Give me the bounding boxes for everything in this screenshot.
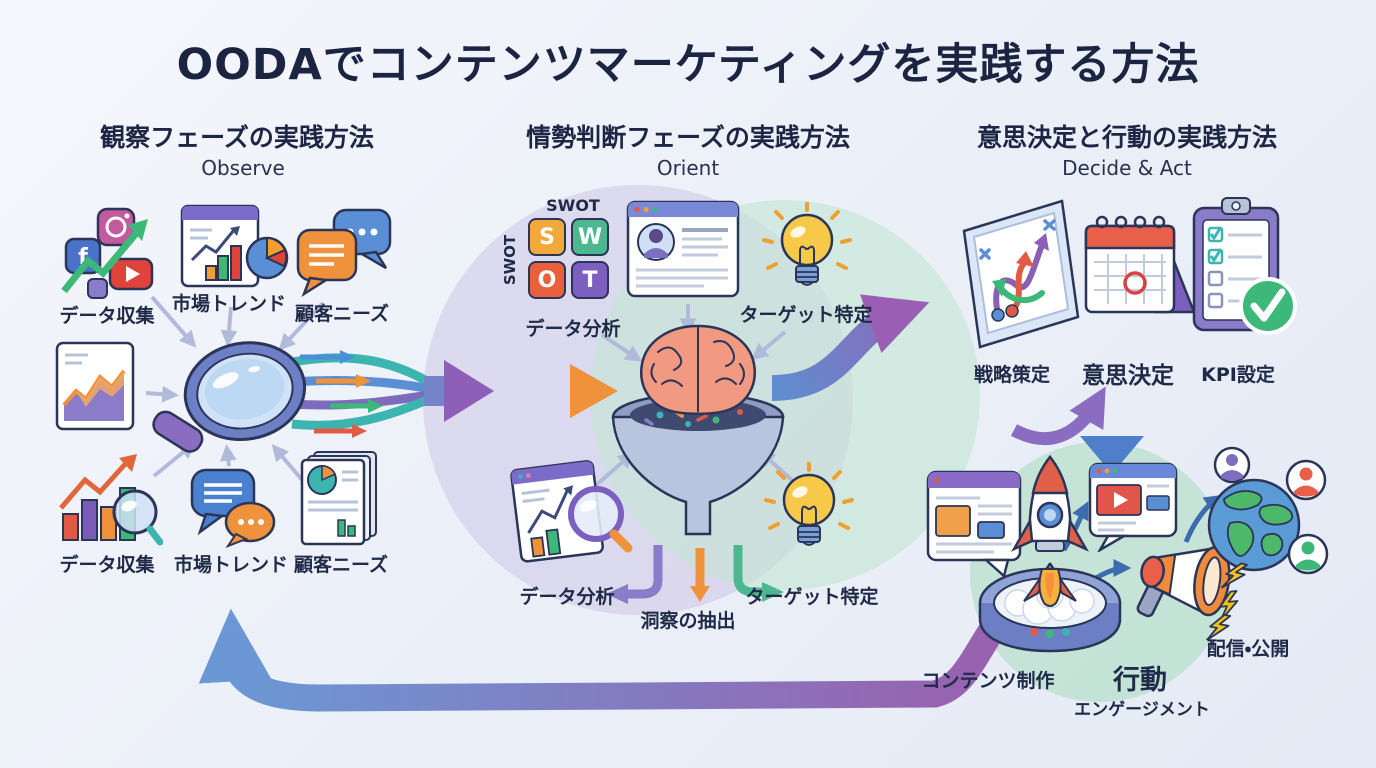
lightning-bolts-icon [1205,562,1248,640]
audience-user-icon-purple [1213,446,1251,484]
label-insight-extraction: 洞察の抽出 [640,610,736,632]
label-market-trend-top: 市場トレンド [171,293,287,315]
magnifier-large-icon [152,341,307,453]
rocket-launchpad-icon [978,454,1122,653]
streams-arrowhead [444,360,494,422]
chart-magnifier-browser-icon [510,460,633,563]
label-target-bottom: ターゲット特定 [745,586,879,608]
market-trend-browser-icon [180,204,289,288]
strategy-to-decision-arrow [1010,386,1106,446]
area-chart-browser-icon [55,341,135,431]
label-content-creation: コンテンツ制作 [921,670,1055,692]
brain-funnel-icon [611,324,785,536]
data-streams [291,353,450,430]
label-strategy: 戦略策定 [973,364,1051,386]
bar-chart-magnifier-icon [59,454,163,546]
observe-subheading: Observe [201,156,285,180]
feedback-loop-arrow [198,602,1017,712]
decide-to-act-arrow [1080,390,1144,474]
decide-heading: 意思決定と行動の実践方法 [976,123,1278,152]
persona-card-icon [626,200,740,298]
orient-subheading: Orient [656,156,720,180]
observe-heading: 観察フェーズの実践方法 [100,123,374,152]
label-kpi: KPI設定 [1201,364,1275,386]
swot-grid-icon: S W O T [528,218,609,299]
page-title: OODAでコンテンツマーケティングを実践する方法 [176,40,1200,90]
swot-title: SWOT [546,196,600,215]
calendar-icon [1084,215,1196,314]
content-browser-bubble-icon [926,470,1022,579]
swot-cell-s: S [528,218,566,256]
label-action: 行動 [1113,665,1167,696]
lightbulb-icon-bottom [764,462,854,546]
strategy-board-icon [962,199,1080,349]
observe-to-orient-arrow [497,364,618,418]
label-decision: 意思決定 [1082,363,1174,389]
audience-user-icon-green [1287,533,1329,575]
decide-subheading: Decide & Act [1062,156,1192,180]
observe-connector-arrows [145,295,325,483]
label-customer-needs-bottom: 顧客ニーズ [293,554,389,576]
chat-bubbles-icon-2 [190,468,276,548]
label-engagement: エンゲージメント [1074,700,1210,720]
label-customer-needs-top: 顧客ニーズ [294,303,390,325]
label-market-trend-bottom: 市場トレンド [173,554,289,576]
lightbulb-icon-top [762,202,852,286]
kpi-clipboard-icon [1192,197,1297,335]
swot-cell-t: T [571,261,609,299]
svg-text:f: f [78,245,88,270]
orient-to-decide-arrow [771,294,930,401]
swot-cell-o: O [528,261,566,299]
document-pie-icon [300,451,377,546]
social-media-icon: f [61,207,154,299]
video-player-bubble-icon [1088,462,1178,552]
small-stream-arrows [300,350,383,438]
orient-heading: 情勢判断フェーズの実践方法 [526,123,850,152]
label-publish: 配信・公開 [1206,638,1290,660]
audience-user-icon-red [1285,459,1327,501]
label-data-analysis-bottom: データ分析 [519,586,615,608]
label-target-top: ターゲット特定 [739,304,873,326]
label-data-analysis-top: データ分析 [525,318,621,340]
label-data-collection-bottom: データ収集 [59,554,155,576]
label-data-collection-top: データ収集 [59,305,155,327]
funnel-output-arrows [606,545,784,604]
swot-side-label: SWOT [501,234,519,286]
swot-cell-w: W [571,218,609,256]
globe-icon [1207,478,1301,572]
chat-bubbles-icon [296,208,392,298]
